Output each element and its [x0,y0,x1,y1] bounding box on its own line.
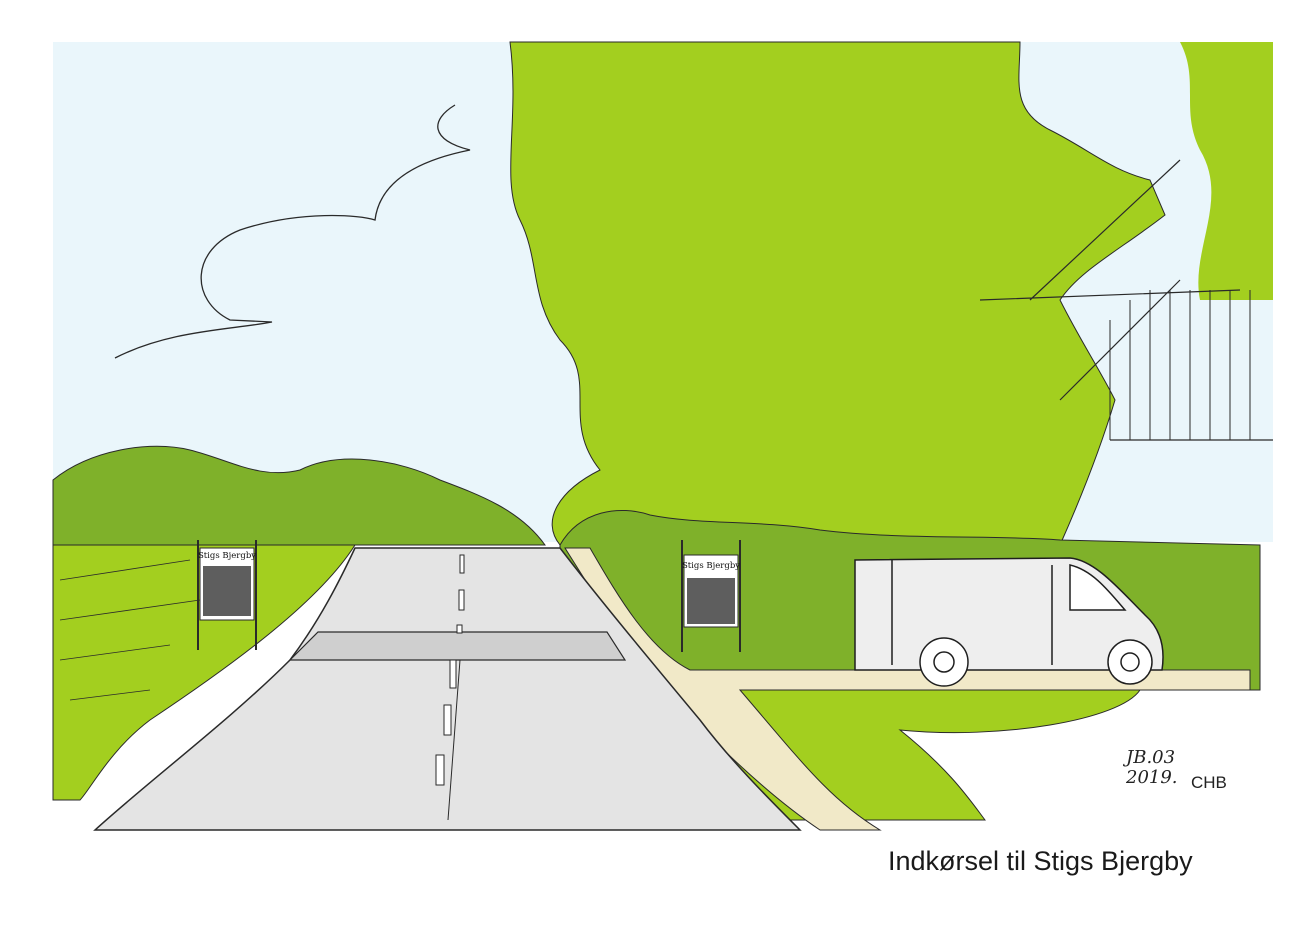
right-sign-label: Stigs Bjergby [682,561,740,571]
tree-branches [979,159,1273,441]
tree-trunk-hatching [1109,290,1251,440]
left-sign-label: Stigs Bjergby [198,551,256,561]
left-hedge [52,445,546,546]
right-village-sign: Stigs Bjergby [681,540,741,652]
image-caption: Indkørsel til Stigs Bjergby [888,846,1193,876]
speed-bump [288,631,627,661]
signature-line-2: 2019. [1126,767,1178,788]
tree-canopy [509,41,1166,546]
left-village-sign: Stigs Bjergby [197,540,257,650]
left-field [52,544,356,801]
road [93,547,802,831]
signature-line-1: JB.03 [1126,747,1176,768]
artist-signature: JB.03 2019. [1126,748,1178,788]
centre-line-dashes [435,554,465,786]
tree-canopy-upper [1180,42,1273,300]
artist-initials: CHB [1191,773,1227,792]
parked-van [854,557,1164,687]
cloud-outline [114,104,471,359]
left-field-hatching [59,559,201,701]
centre-line-near [447,659,461,821]
